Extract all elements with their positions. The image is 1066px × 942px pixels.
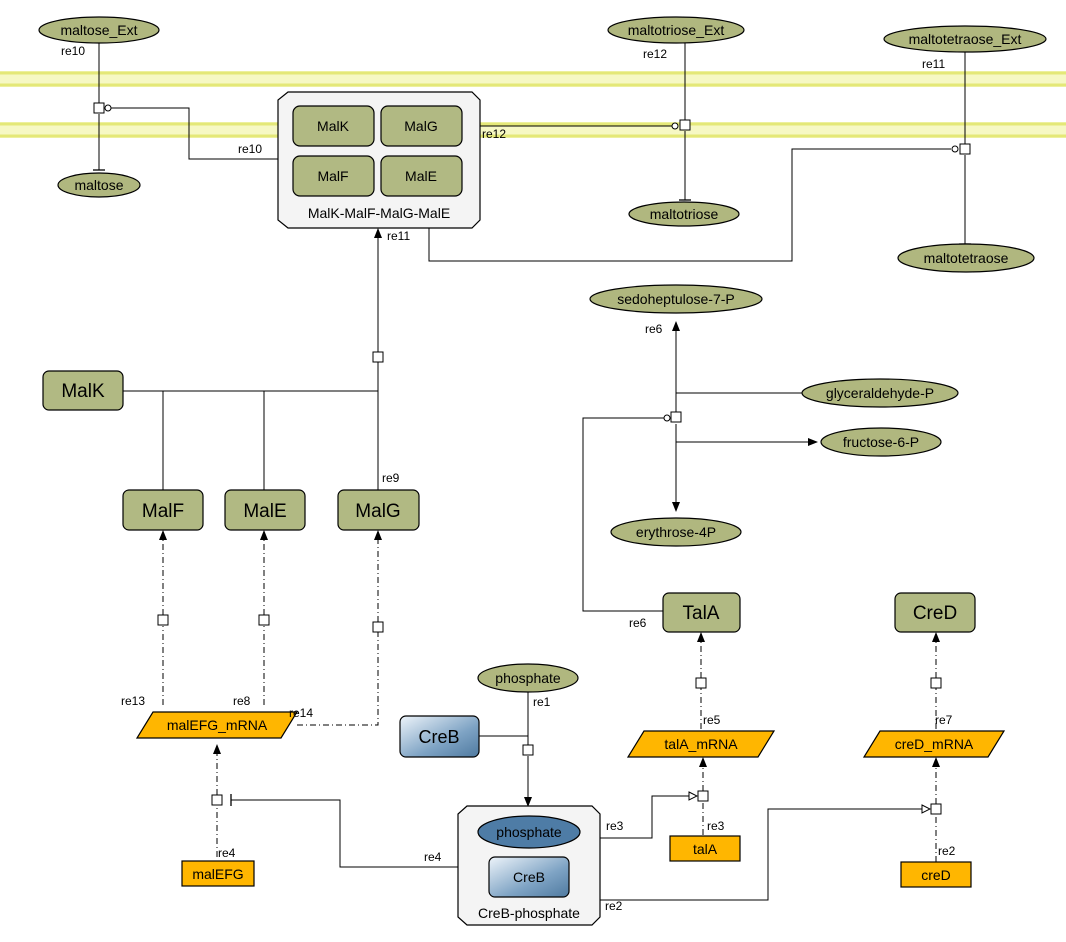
reaction-label-re5: re5 (703, 713, 721, 727)
protein-malg-label: MalG (355, 501, 400, 522)
rna-tala-label: talA_mRNA (664, 736, 738, 752)
complex-male-label: MalE (405, 168, 437, 184)
protein-male[interactable] (224, 489, 306, 531)
complex-malg-label: MalG (404, 118, 437, 134)
reaction-label-re9: re9 (382, 471, 400, 485)
complex-protein-creb[interactable] (488, 856, 570, 898)
complex-protein-malk[interactable] (292, 105, 375, 147)
label-sedoheptulose: sedoheptulose-7-P (617, 291, 735, 307)
complex-protein-malf[interactable] (292, 155, 375, 197)
protein-malk[interactable] (42, 370, 124, 411)
complex-malk-label: MalK (317, 118, 350, 134)
species-phosphate[interactable] (477, 663, 579, 693)
complex-creb-label: CreB (513, 869, 545, 885)
reaction-label-re3-b: re3 (707, 819, 725, 833)
complex-creb-phosphate[interactable] (457, 805, 601, 926)
complex-phosphate-label: phosphate (496, 824, 562, 840)
rna-malefg-label: malEFG_mRNA (167, 717, 268, 733)
label-glyceraldehyde: glyceraldehyde-P (826, 385, 934, 401)
reaction-label-re6-a: re6 (645, 322, 663, 336)
reaction-label-re10-a: re10 (61, 44, 85, 58)
gene-cred[interactable] (900, 861, 972, 888)
rna-malefg[interactable] (135, 711, 299, 739)
catalysis-markers (104, 104, 959, 422)
complex-mal[interactable] (277, 91, 481, 229)
species-maltose-ext[interactable] (38, 16, 160, 44)
species-sedoheptulose[interactable] (589, 284, 763, 314)
reaction-label-re1: re1 (533, 695, 551, 709)
reaction-label-re12-a: re12 (643, 47, 667, 61)
label-maltose: maltose (74, 177, 123, 193)
reaction-label-re2-a: re2 (605, 899, 623, 913)
reaction-label-re8: re8 (233, 694, 251, 708)
protein-tala-label: TalA (683, 603, 720, 624)
label-maltotriose-ext: maltotriose_Ext (628, 22, 725, 38)
process-nodes (93, 102, 971, 815)
species-glyceraldehyde[interactable] (801, 378, 959, 408)
protein-malk-label: MalK (61, 381, 105, 402)
gene-tala-label: talA (693, 841, 718, 857)
protein-tala[interactable] (662, 592, 741, 633)
reaction-label-re10-b: re10 (238, 142, 262, 156)
membrane (0, 71, 1066, 138)
reaction-label-re11-b: re11 (387, 229, 410, 243)
protein-creb-label: CreB (418, 727, 459, 747)
reaction-label-re4-a: re4 (218, 846, 236, 860)
reaction-label-re14: re14 (289, 706, 313, 720)
species-fructose[interactable] (820, 427, 942, 457)
label-phosphate: phosphate (495, 670, 561, 686)
gene-cred-label: creD (921, 867, 951, 883)
species-maltotriose[interactable] (628, 201, 740, 227)
protein-cred-label: CreD (913, 603, 957, 624)
reaction-label-re2-b: re2 (938, 844, 956, 858)
reaction-label-re4-b: re4 (424, 850, 442, 864)
reaction-label-re3-a: re3 (606, 819, 624, 833)
label-maltose-ext: maltose_Ext (60, 22, 137, 38)
gene-tala[interactable] (669, 835, 741, 862)
reaction-label-re12-b: re12 (482, 127, 506, 141)
protein-malf[interactable] (122, 489, 204, 531)
complex-malf-label: MalF (317, 168, 348, 184)
label-maltotetraose-ext: maltotetraose_Ext (909, 31, 1022, 47)
species-maltotetraose-ext[interactable] (883, 25, 1047, 53)
expression-edges (159, 530, 940, 862)
rna-tala[interactable] (626, 730, 776, 758)
rna-cred[interactable] (862, 730, 1006, 758)
complex-protein-male[interactable] (380, 155, 463, 197)
gene-malefg[interactable] (181, 860, 255, 887)
protein-malg[interactable] (337, 489, 420, 531)
species-maltose[interactable] (57, 172, 141, 198)
label-maltotriose: maltotriose (650, 206, 719, 222)
reaction-label-re13: re13 (121, 694, 145, 708)
reaction-label-re11-a: re11 (922, 57, 945, 71)
complex-creb-phosphate-label: CreB-phosphate (478, 905, 580, 921)
label-erythrose: erythrose-4P (636, 524, 716, 540)
protein-cred[interactable] (894, 592, 976, 633)
protein-male-label: MalE (243, 501, 286, 522)
reaction-label-re7: re7 (935, 713, 953, 727)
reaction-edges (93, 42, 971, 901)
complex-mal-label: MalK-MalF-MalG-MalE (308, 205, 450, 221)
label-fructose: fructose-6-P (843, 434, 919, 450)
protein-malf-label: MalF (142, 501, 184, 522)
protein-creb[interactable] (399, 715, 480, 758)
species-maltotriose-ext[interactable] (607, 16, 745, 44)
reaction-label-re6-b: re6 (629, 616, 647, 630)
species-erythrose[interactable] (610, 517, 742, 547)
rna-cred-label: creD_mRNA (895, 736, 974, 752)
complex-species-phosphate[interactable] (477, 815, 581, 849)
label-maltotetraose: maltotetraose (924, 250, 1009, 266)
complex-protein-malg[interactable] (380, 105, 463, 147)
species-maltotetraose[interactable] (897, 243, 1035, 273)
gene-malefg-label: malEFG (192, 866, 243, 882)
